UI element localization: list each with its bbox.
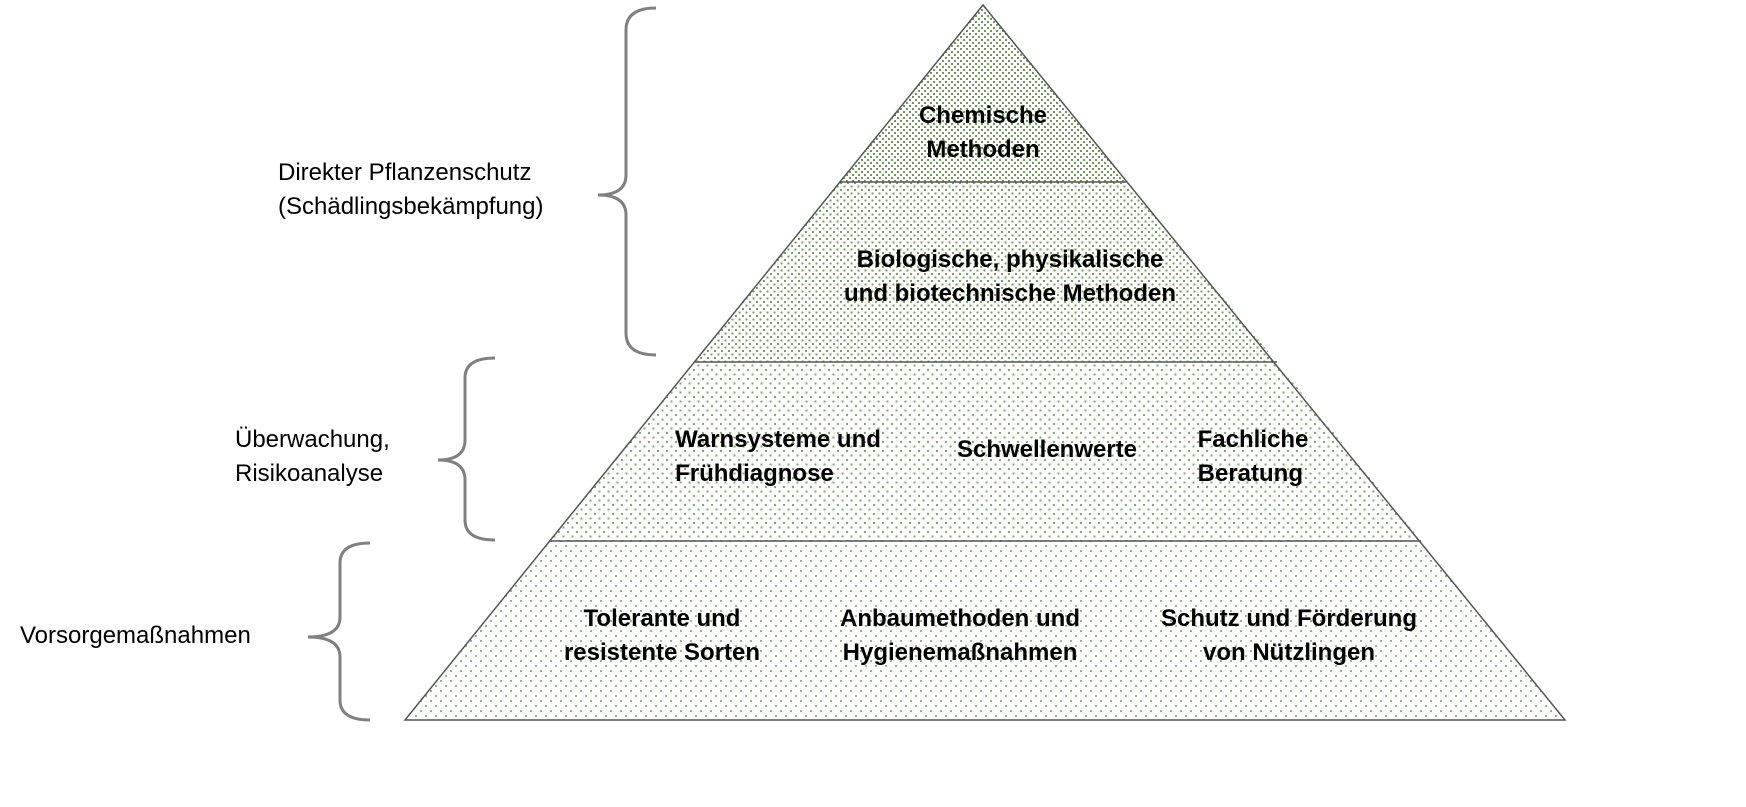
label-line: Direkter Pflanzenschutz: [278, 159, 532, 186]
cultivation-methods-text: Anbaumethoden und Hygienemaßnahmen: [840, 602, 1080, 670]
text-line: Warnsysteme und: [675, 426, 881, 453]
text-line: Frühdiagnose: [675, 460, 834, 487]
text-line: Anbaumethoden und: [840, 605, 1080, 632]
text-line: Tolerante und: [583, 605, 741, 632]
label-line: (Schädlingsbekämpfung): [278, 193, 544, 220]
text-line: von Nützlingen: [1203, 639, 1375, 666]
text-line: Methoden: [926, 136, 1040, 163]
bracket-direct: [597, 6, 657, 357]
text-line: Beratung: [1197, 460, 1303, 487]
text-line: Hygienemaßnahmen: [842, 639, 1078, 666]
label-line: Überwachung,: [235, 426, 390, 453]
label-line: Vorsorgemaßnahmen: [20, 622, 251, 649]
pyramid-level-biological: [694, 182, 1277, 362]
label-prevention: Vorsorgemaßnahmen: [20, 619, 251, 653]
thresholds-text: Schwellenwerte: [957, 433, 1137, 467]
text-line: resistente Sorten: [563, 639, 761, 666]
label-direct-protection: Direkter Pflanzenschutz (Schädlingsbekäm…: [278, 156, 544, 224]
beneficials-text: Schutz und Förderung von Nützlingen: [1161, 602, 1417, 670]
bracket-prevention: [307, 541, 371, 722]
bracket-monitoring: [437, 356, 496, 542]
text-line: Chemische: [918, 102, 1048, 129]
warning-systems-text: Warnsysteme und Frühdiagnose: [675, 423, 881, 491]
label-line: Risikoanalyse: [235, 460, 384, 487]
text-line: Fachliche: [1197, 426, 1309, 453]
pyramid-level-monitoring: [549, 362, 1421, 541]
pyramid-level-chemical: [840, 5, 1126, 182]
level-chemical-text: Chemische Methoden: [919, 99, 1047, 167]
tolerant-varieties-text: Tolerante und resistente Sorten: [564, 602, 760, 670]
advisory-text: Fachliche Beratung: [1198, 423, 1309, 491]
text-line: und biotechnische Methoden: [843, 280, 1177, 307]
text-line: Schutz und Förderung: [1161, 605, 1417, 632]
pyramid-level-prevention: [405, 541, 1565, 720]
text-line: Biologische, physikalische: [856, 246, 1164, 273]
level-biological-text: Biologische, physikalische und biotechni…: [844, 243, 1176, 311]
label-monitoring: Überwachung, Risikoanalyse: [235, 423, 390, 491]
text-line: Schwellenwerte: [956, 436, 1138, 463]
